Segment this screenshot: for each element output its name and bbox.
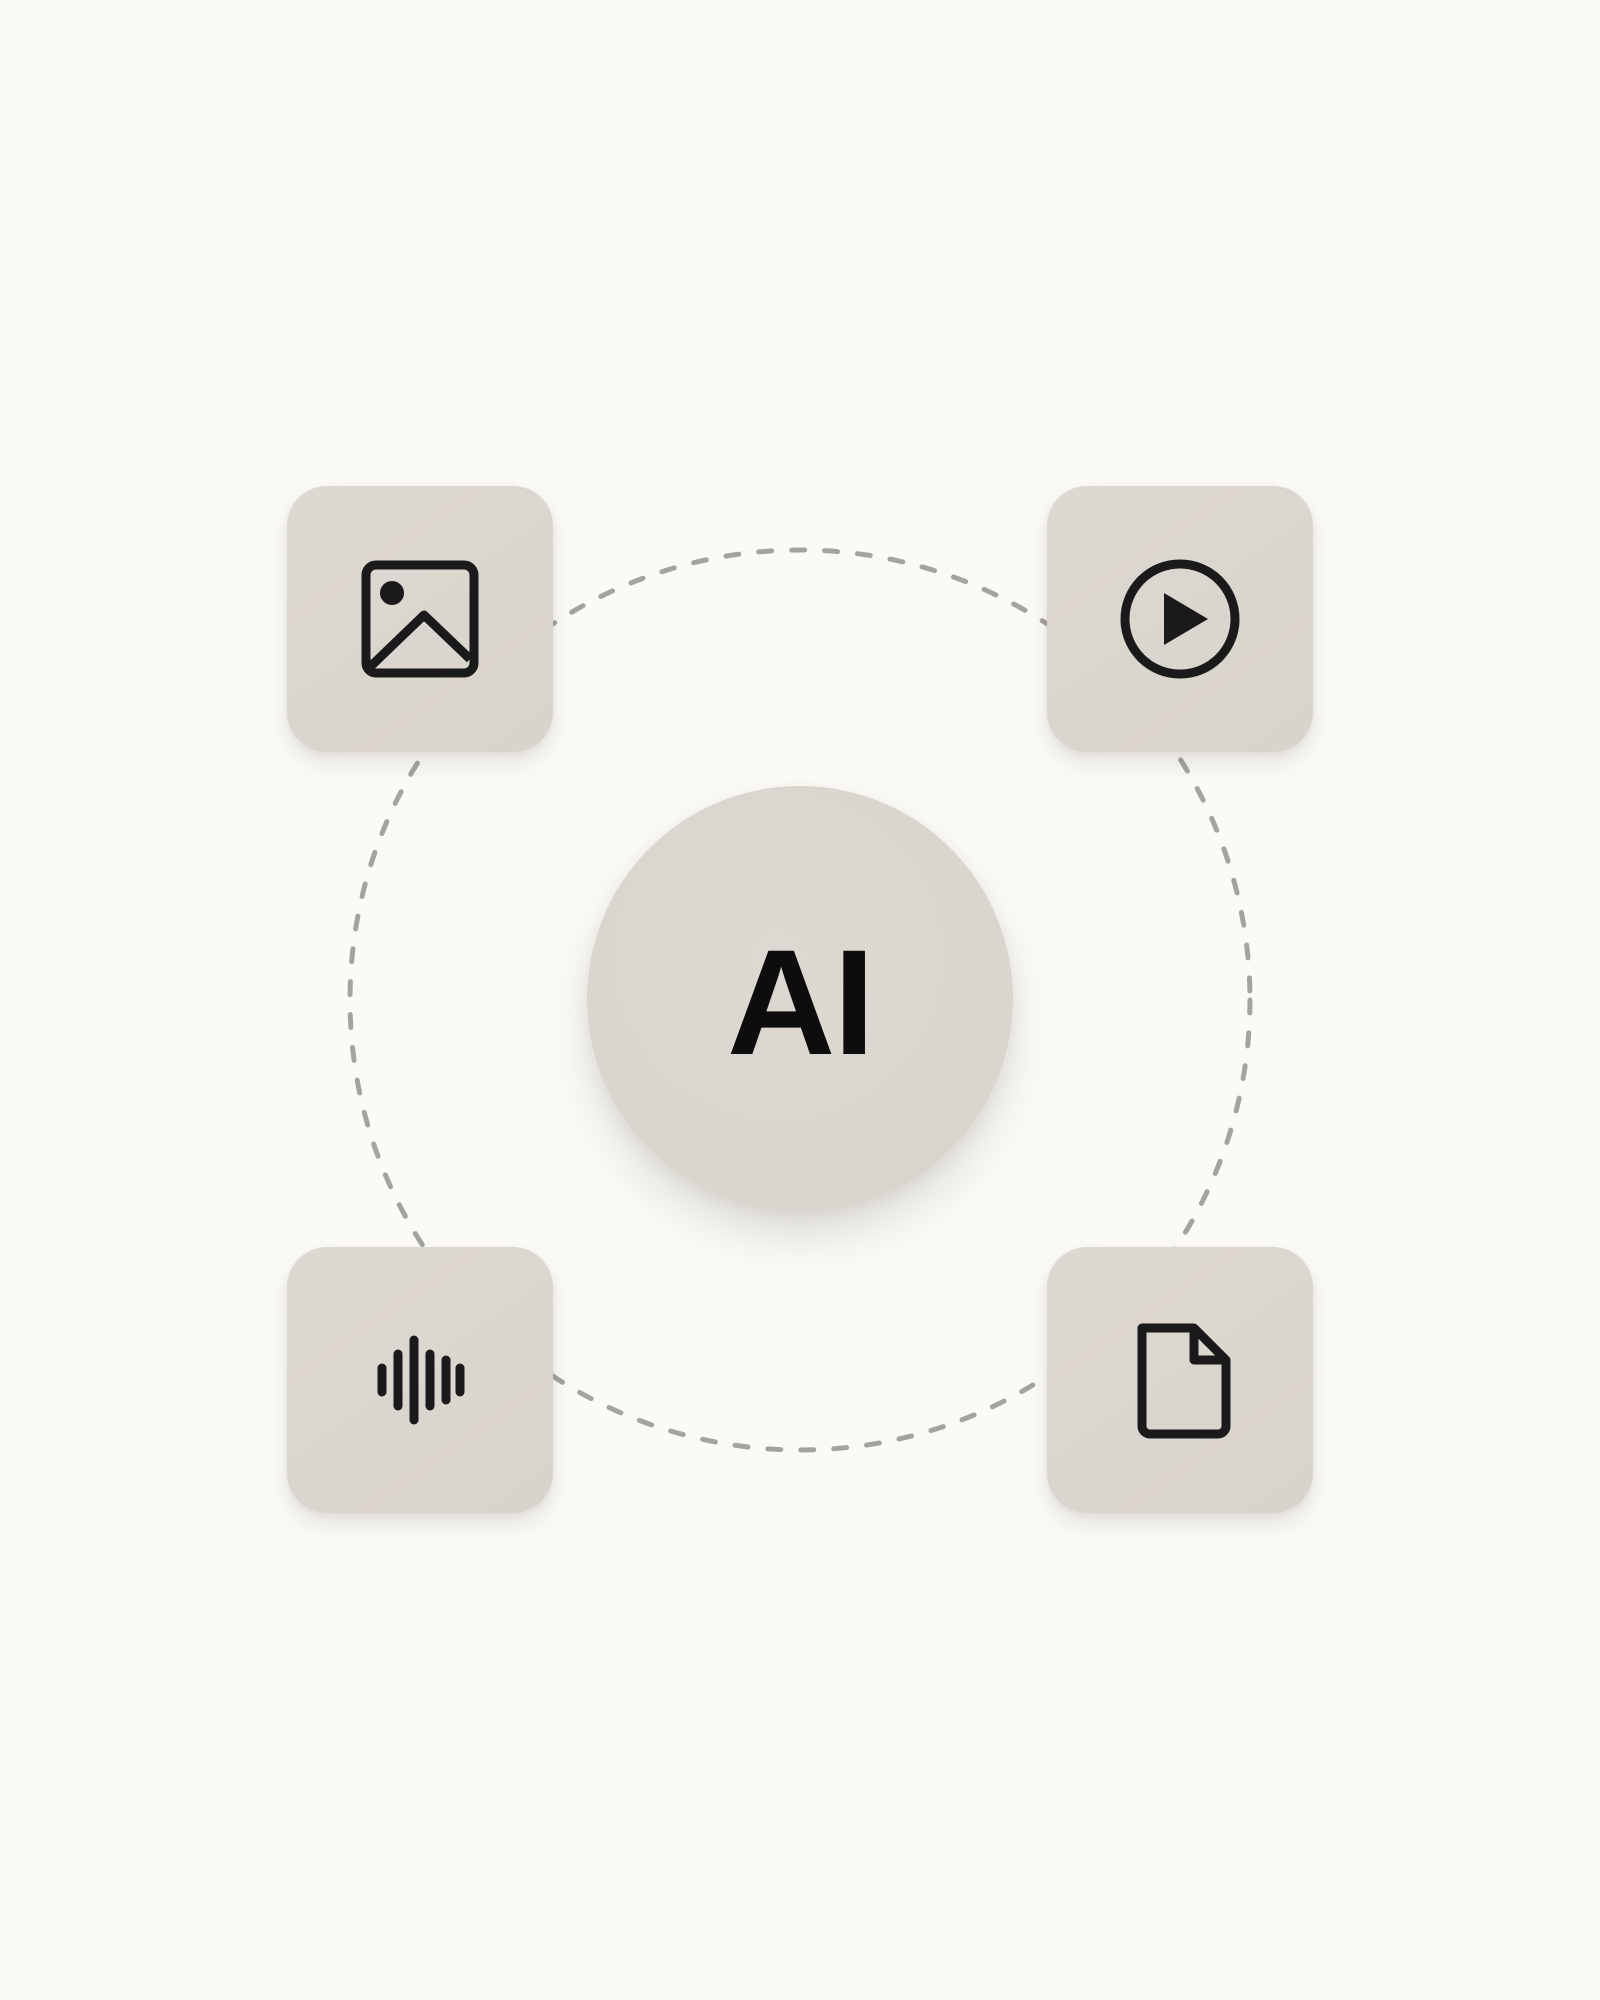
video-node [1047, 486, 1313, 752]
ai-hub: AI [587, 786, 1013, 1212]
image-icon [361, 560, 479, 678]
ai-label: AI [727, 918, 875, 1086]
document-node [1047, 1247, 1313, 1513]
document-icon [1137, 1323, 1231, 1439]
image-node [287, 486, 553, 752]
play-circle-icon [1120, 559, 1240, 679]
audio-node [287, 1247, 553, 1513]
audio-waveform-icon [377, 1335, 465, 1425]
